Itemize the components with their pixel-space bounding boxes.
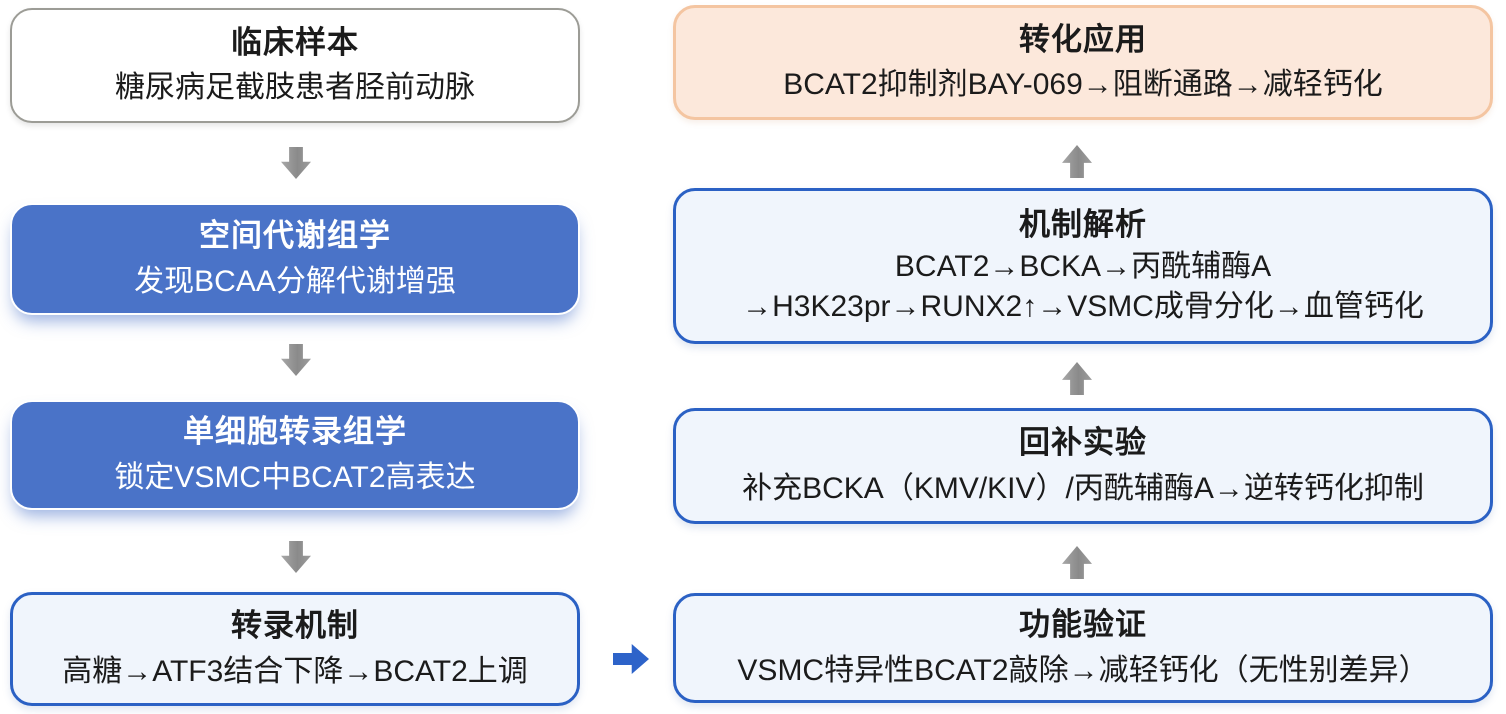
flow-box-mechanism-analysis: 机制解析 BCAT2→BCKA→丙酰辅酶A →H3K23pr→RUNX2↑→VS… [673,188,1493,344]
box-title: 空间代谢组学 [199,218,391,254]
flow-box-transcription-mechanism: 转录机制 高糖→ATF3结合下降→BCAT2上调 [10,592,580,706]
box-body-line: 发现BCAA分解代谢增强 [134,264,456,298]
box-title: 单细胞转录组学 [183,414,407,450]
box-title: 机制解析 [1019,207,1147,243]
box-title: 临床样本 [231,24,359,60]
box-body-line: 补充BCKA（KMV/KIV）/丙酰辅酶A→逆转钙化抑制 [742,471,1424,505]
box-title: 转化应用 [1019,21,1147,57]
down-arrow-icon [281,147,311,179]
box-body-line: 高糖→ATF3结合下降→BCAT2上调 [62,654,528,688]
box-title: 功能验证 [1019,607,1147,643]
down-arrow-icon [281,541,311,573]
up-arrow-icon [1062,145,1092,178]
down-arrow-icon [281,344,311,376]
box-body-line: 锁定VSMC中BCAT2高表达 [114,460,476,494]
flow-box-clinical-sample: 临床样本 糖尿病足截肢患者胫前动脉 [10,8,580,123]
up-arrow-icon [1062,546,1092,579]
box-body-line: →H3K23pr→RUNX2↑→VSMC成骨分化→血管钙化 [742,289,1424,323]
up-arrow-icon [1062,362,1092,395]
flow-box-translational-application: 转化应用 BCAT2抑制剂BAY-069→阻断通路→减轻钙化 [673,5,1493,120]
flow-box-spatial-metabolomics: 空间代谢组学 发现BCAA分解代谢增强 [10,203,580,315]
box-body-line: BCAT2→BCKA→丙酰辅酶A [894,249,1272,283]
box-body-line: VSMC特异性BCAT2敲除→减轻钙化（无性别差异） [737,653,1429,687]
box-body-line: BCAT2抑制剂BAY-069→阻断通路→减轻钙化 [783,68,1383,102]
flow-box-functional-validation: 功能验证 VSMC特异性BCAT2敲除→减轻钙化（无性别差异） [673,593,1493,703]
box-title: 回补实验 [1019,425,1147,461]
flow-box-single-cell-transcriptomics: 单细胞转录组学 锁定VSMC中BCAT2高表达 [10,400,580,510]
box-title: 转录机制 [231,608,359,644]
flow-box-rescue-experiment: 回补实验 补充BCKA（KMV/KIV）/丙酰辅酶A→逆转钙化抑制 [673,408,1493,524]
box-body-line: 糖尿病足截肢患者胫前动脉 [115,71,475,105]
right-arrow-icon [613,644,649,674]
